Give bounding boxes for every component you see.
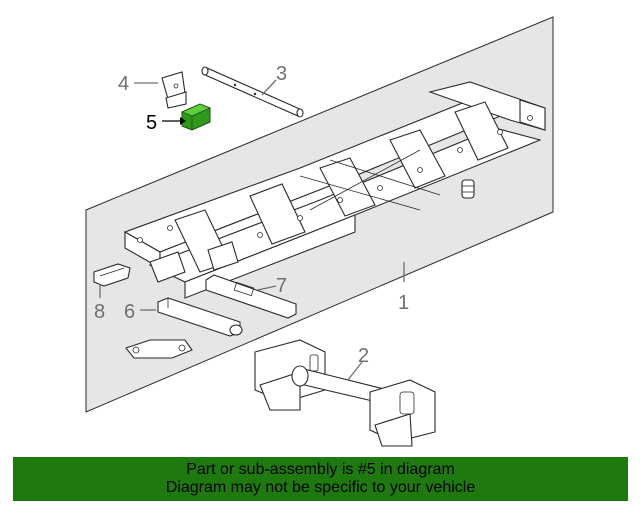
frame-assembly[interactable] [123,81,546,299]
callout-3-leader [261,79,277,96]
callout-2-number[interactable]: 2 [358,345,369,367]
tube-part-3[interactable] [201,66,304,118]
crossmember-part-2[interactable] [254,339,436,447]
banner-line-2: Diagram may not be specific to your vehi… [165,479,476,496]
bar-part-6[interactable] [157,297,243,337]
body-mount-cushion [461,179,475,199]
callout-7-leader [257,285,277,291]
callout-6-number[interactable]: 6 [124,301,135,323]
bracket-part-8[interactable] [93,263,131,287]
bracket-part-4[interactable] [161,71,187,109]
callout-4-number[interactable]: 4 [118,73,129,95]
bracket-plate [125,339,193,359]
callout-3-number[interactable]: 3 [276,63,287,85]
callout-2-leader [347,361,363,381]
callout-5-number[interactable]: 5 [146,112,157,134]
callout-5-arrowhead [180,117,186,125]
info-banner: Part or sub-assembly is #5 in diagram Di… [13,457,628,501]
callout-7-number[interactable]: 7 [276,275,287,297]
bar-part-7[interactable] [205,274,297,319]
callout-1-number[interactable]: 1 [398,292,409,314]
callout-8-number[interactable]: 8 [94,301,105,323]
banner-line-1: Part or sub-assembly is #5 in diagram [186,461,455,478]
mount-part-5[interactable] [180,103,212,131]
